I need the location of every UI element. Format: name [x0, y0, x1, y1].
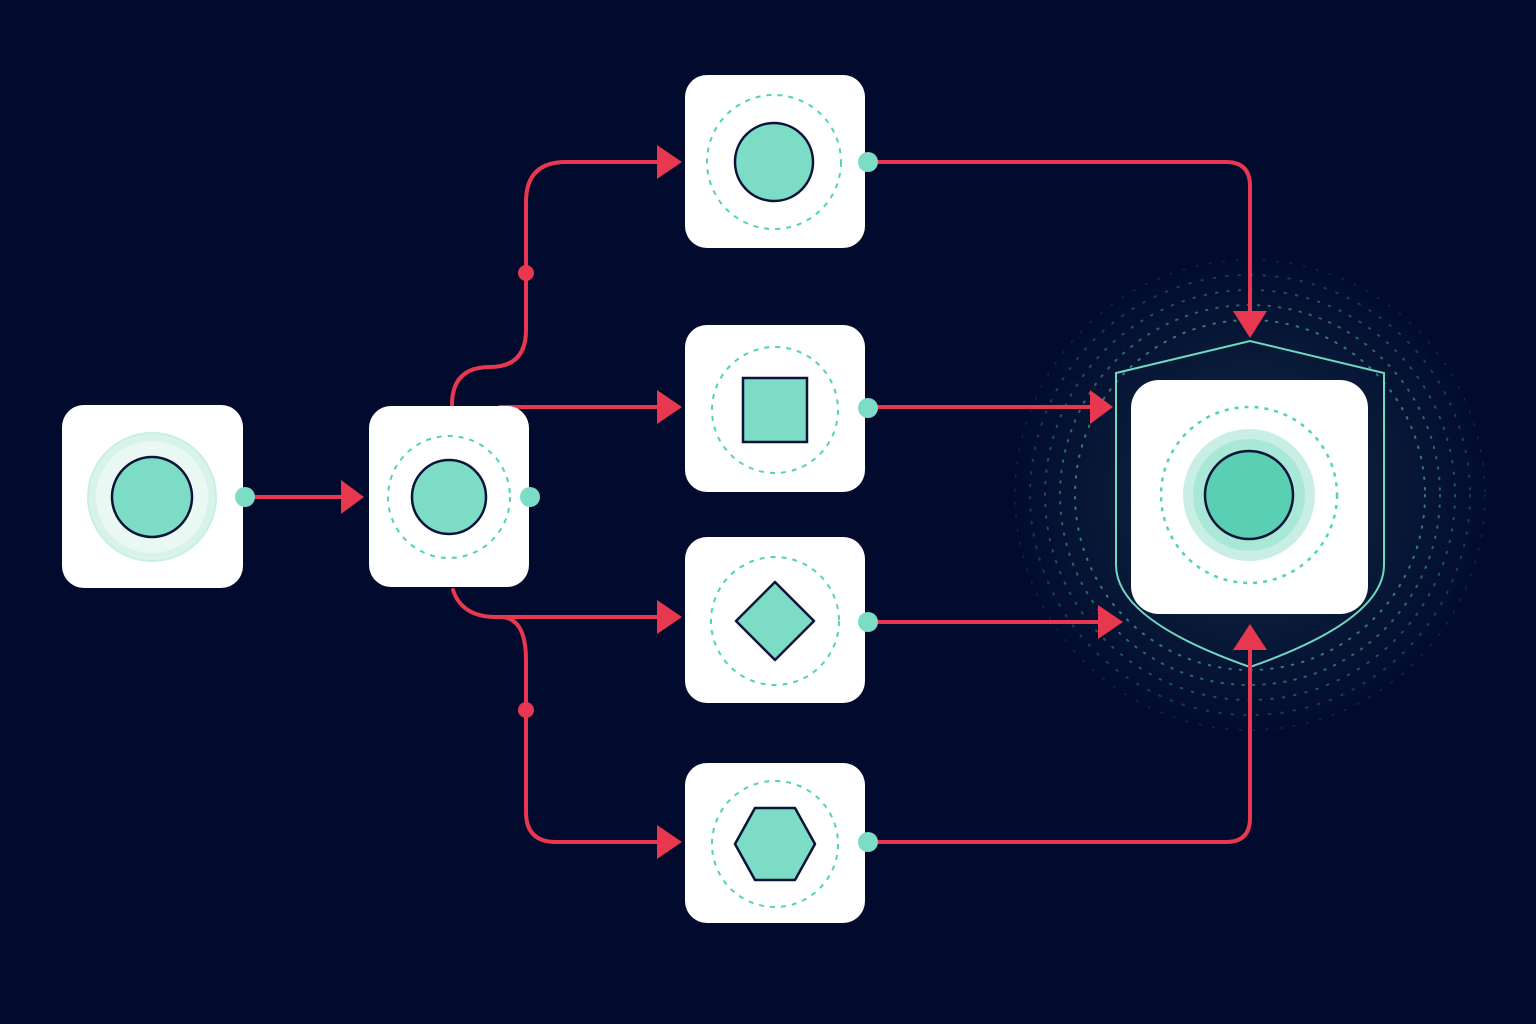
- output-port[interactable]: [235, 487, 255, 507]
- arrowhead-icon: [657, 600, 682, 634]
- edge-branch-1-target: [870, 160, 1252, 314]
- node-target[interactable]: [1131, 380, 1368, 614]
- edge-branch-4-target: [870, 646, 1252, 844]
- output-port[interactable]: [520, 487, 540, 507]
- arrowhead-icon: [1233, 311, 1267, 338]
- arrowhead-icon: [1090, 390, 1113, 424]
- arrowhead-icon: [341, 480, 364, 514]
- arrowhead-icon: [657, 825, 682, 859]
- output-port[interactable]: [858, 398, 878, 418]
- diamond-icon: [734, 580, 816, 662]
- output-port[interactable]: [858, 832, 878, 852]
- edge-router-branch-3: [451, 588, 662, 619]
- circle-icon: [1203, 449, 1295, 541]
- arrowhead-icon: [1233, 624, 1267, 650]
- node-branch-2[interactable]: [685, 325, 865, 492]
- junction-dot: [518, 265, 534, 281]
- circle-icon: [410, 458, 488, 536]
- node-router[interactable]: [369, 406, 529, 587]
- junction-dot: [518, 702, 534, 718]
- arrowhead-icon: [657, 390, 682, 424]
- circle-icon: [110, 455, 194, 539]
- circle-icon: [733, 121, 815, 203]
- connectors: [248, 160, 1252, 844]
- output-port[interactable]: [858, 152, 878, 172]
- node-source[interactable]: [62, 405, 243, 588]
- node-branch-1[interactable]: [685, 75, 865, 248]
- node-branch-4[interactable]: [685, 763, 865, 923]
- output-port[interactable]: [858, 612, 878, 632]
- edge-router-branch-1: [450, 160, 662, 407]
- hexagon-icon: [733, 806, 817, 882]
- arrowhead-icon: [1098, 605, 1123, 639]
- edge-router-branch-4: [498, 615, 662, 844]
- arrowheads: [341, 145, 1267, 859]
- arrowhead-icon: [657, 145, 682, 179]
- square-icon: [741, 376, 809, 444]
- node-branch-3[interactable]: [685, 537, 865, 703]
